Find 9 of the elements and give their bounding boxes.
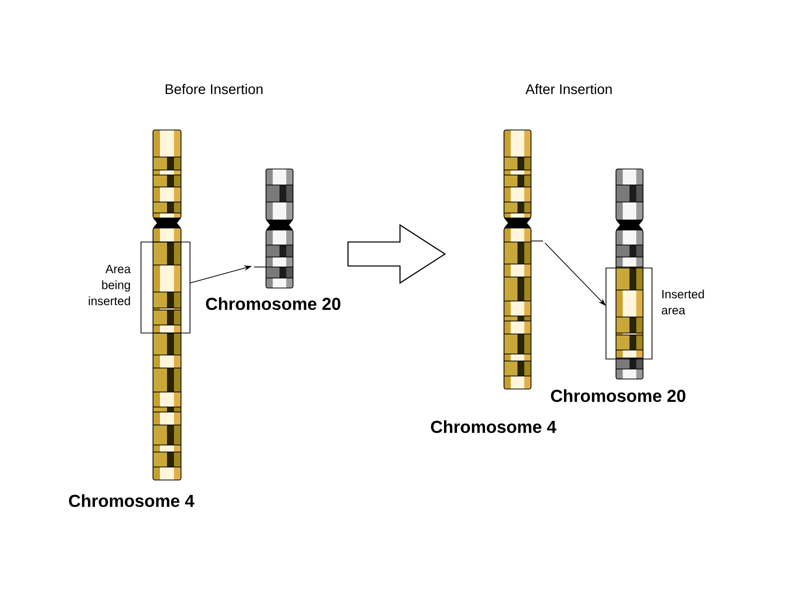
region-label: Area being inserted [88, 264, 131, 306]
chromosome-label: Chromosome 4 [430, 420, 556, 433]
chromosome-label: Chromosome 20 [550, 389, 686, 402]
heading: After Insertion [525, 84, 612, 94]
block-arrow [347, 224, 446, 284]
chromosome-label: Chromosome 20 [206, 297, 340, 310]
chromosome-label: Chromosome 4 [68, 494, 194, 507]
heading: Before Insertion [166, 84, 262, 94]
region-label: Inserted area [662, 290, 704, 314]
